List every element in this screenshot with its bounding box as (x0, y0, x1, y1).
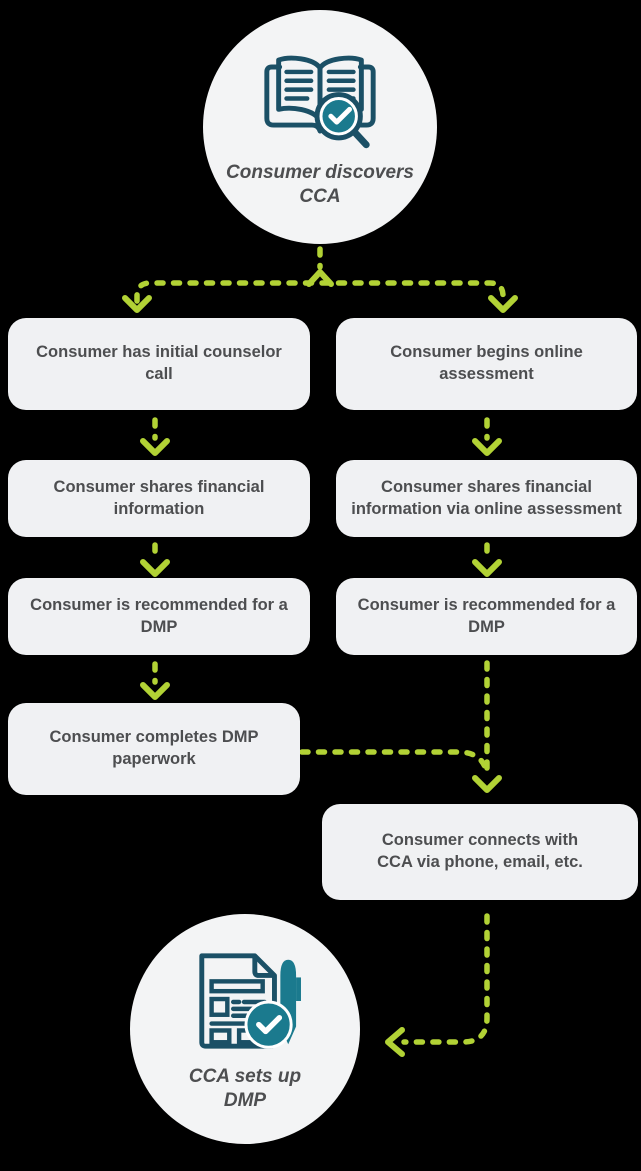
step-label: Consumer begins online assessment (390, 343, 583, 383)
step-label: Consumer completes DMP paperwork (49, 728, 259, 768)
arrow-left-row3-row4 (140, 661, 170, 700)
end-node-label: CCA sets up DMP (188, 1065, 302, 1111)
end-node: CCA sets up DMP (130, 914, 360, 1144)
step-shares-financial-information-online: Consumer shares financial information vi… (336, 460, 637, 537)
step-recommended-dmp-right: Consumer is recommended for a DMP (336, 578, 637, 655)
step-label: Consumer shares financial information vi… (351, 477, 622, 518)
step-label: Consumer connects with CCA via phone, em… (377, 831, 583, 871)
step-label: Consumer shares financial information (53, 477, 265, 518)
start-node: Consumer discovers CCA (203, 10, 437, 244)
arrow-left-row2-row3 (140, 542, 170, 577)
step-label: Consumer is recommended for a DMP (357, 595, 616, 636)
step-shares-financial-information: Consumer shares financial information (8, 460, 310, 537)
step-connects-with-cca: Consumer connects with CCA via phone, em… (322, 804, 638, 900)
step-completes-dmp-paperwork: Consumer completes DMP paperwork (8, 703, 300, 795)
document-pen-check-icon (199, 952, 301, 1049)
step-recommended-dmp-left: Consumer is recommended for a DMP (8, 578, 310, 655)
step-initial-counselor-call: Consumer has initial counselor call (8, 318, 310, 410)
arrow-right-row3-connects (299, 660, 502, 793)
book-magnifier-check-icon (264, 55, 376, 149)
arrow-left-row1-row2 (140, 417, 170, 456)
start-node-label: Consumer discovers CCA (226, 162, 414, 207)
arrow-right-row1-row2 (472, 417, 502, 456)
arrow-connects-to-end (385, 913, 490, 1057)
step-label: Consumer is recommended for a DMP (30, 595, 288, 636)
step-label: Consumer has initial counselor call (36, 343, 282, 383)
arrow-right-row2-row3 (472, 542, 502, 577)
step-begins-online-assessment: Consumer begins online assessment (336, 318, 637, 410)
branch-split-arrow (122, 246, 518, 313)
